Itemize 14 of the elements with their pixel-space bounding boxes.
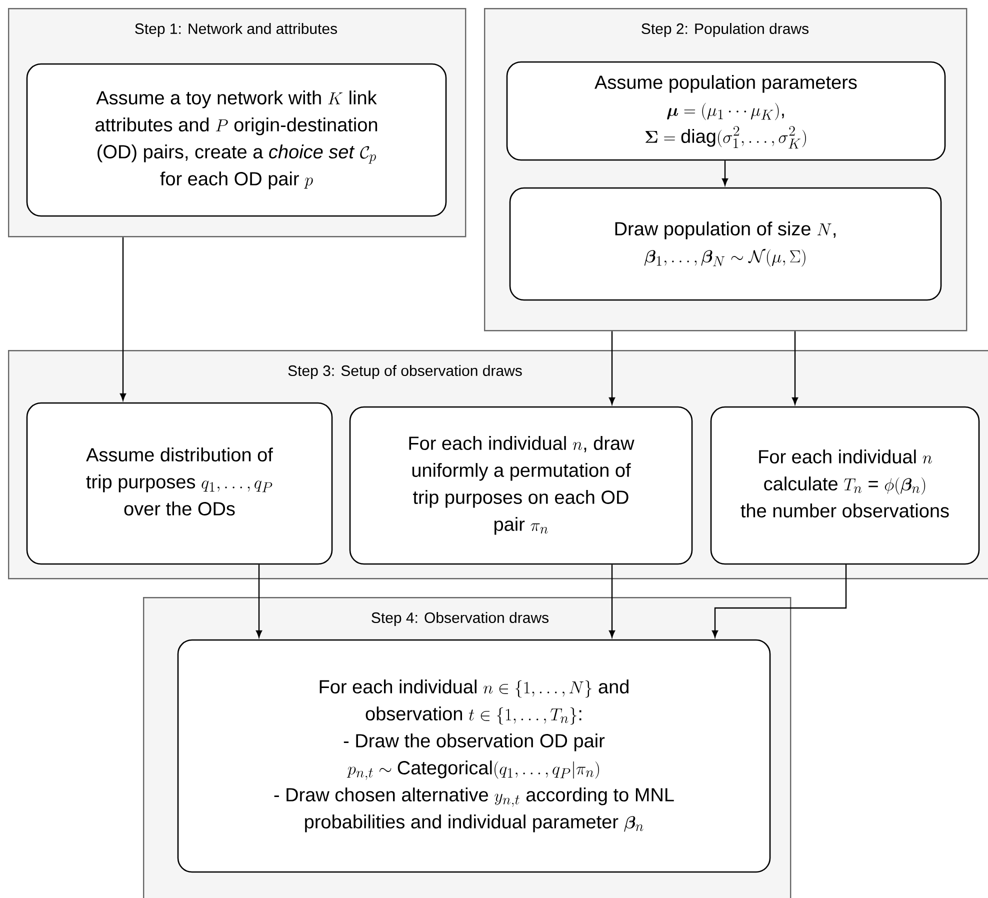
process-box: $\begin{gathered}\text{For each individual } n\text{, draw}\\ \text{uniformly a permutation of}\\ \text{trip purposes on each OD}\\ \text{pair } \pi_n\end{gathered}$ (349, 406, 693, 565)
arrow (256, 564, 262, 638)
arrow (722, 160, 728, 186)
process-box: $\begin{gathered}\text{Assume population parameters}\\ \boldsymbol{\mu} = (\mu_1 \cdots \mu_K)\text{,}\\ \boldsymbol{\Sigma} = \operatorname{diag}(\sigma_1^2,\dots,\sigma_K^2)\end{gathered}$ (506, 61, 946, 161)
process-box: $\begin{gathered}\text{Assume distribution of}\\ \text{trip purposes } q_1,\dots,q_P\\ \text{over the ODs}\end{gathered}$ (26, 402, 333, 565)
process-box: $\begin{gathered}\text{Assume a toy network with } K \text{ link}\\ \text{attributes and } P \text{ origin-destination}\\ \text{(OD) pairs, create a \textit{choice set} } \mathcal{C}_p\\ \text{for each OD pair } p\end{gathered}$ (26, 63, 447, 217)
arrow (712, 564, 847, 638)
arrow (792, 331, 798, 405)
arrow (120, 237, 126, 401)
arrow (608, 564, 616, 638)
process-box: $\begin{gathered}\text{For each individual } n\\ \text{calculate } T_n \text{ = } \phi(\boldsymbol{\beta}_n)\\ \text{the number observations}\end{gathered}$ (710, 406, 980, 565)
process-box: $\begin{gathered}\text{For each individual } n \in \{1,\dots,N\} \text{ and}\\ \text{observation } t \in \{1,\dots,T_n\}\text{:}\\ \text{- Draw the observation OD pair}\\ p_{n,t} \sim \mathrm{Categorical}(q_1,\dots,q_P|\pi_n)\\ \text{- Draw chosen alternative } y_{n,t} \text{ according to MNL}\\ \text{probabilities and individual parameter } \boldsymbol{\beta}_n\end{gathered}$ (177, 639, 771, 873)
arrow (608, 331, 616, 405)
process-box: $\begin{gathered}\text{Draw population of size } N\text{,}\\ \boldsymbol{\beta}_1,\dots,\boldsymbol{\beta}_N \sim \mathcal{N}(\mu,\Sigma)\end{gathered}$ (509, 187, 942, 301)
